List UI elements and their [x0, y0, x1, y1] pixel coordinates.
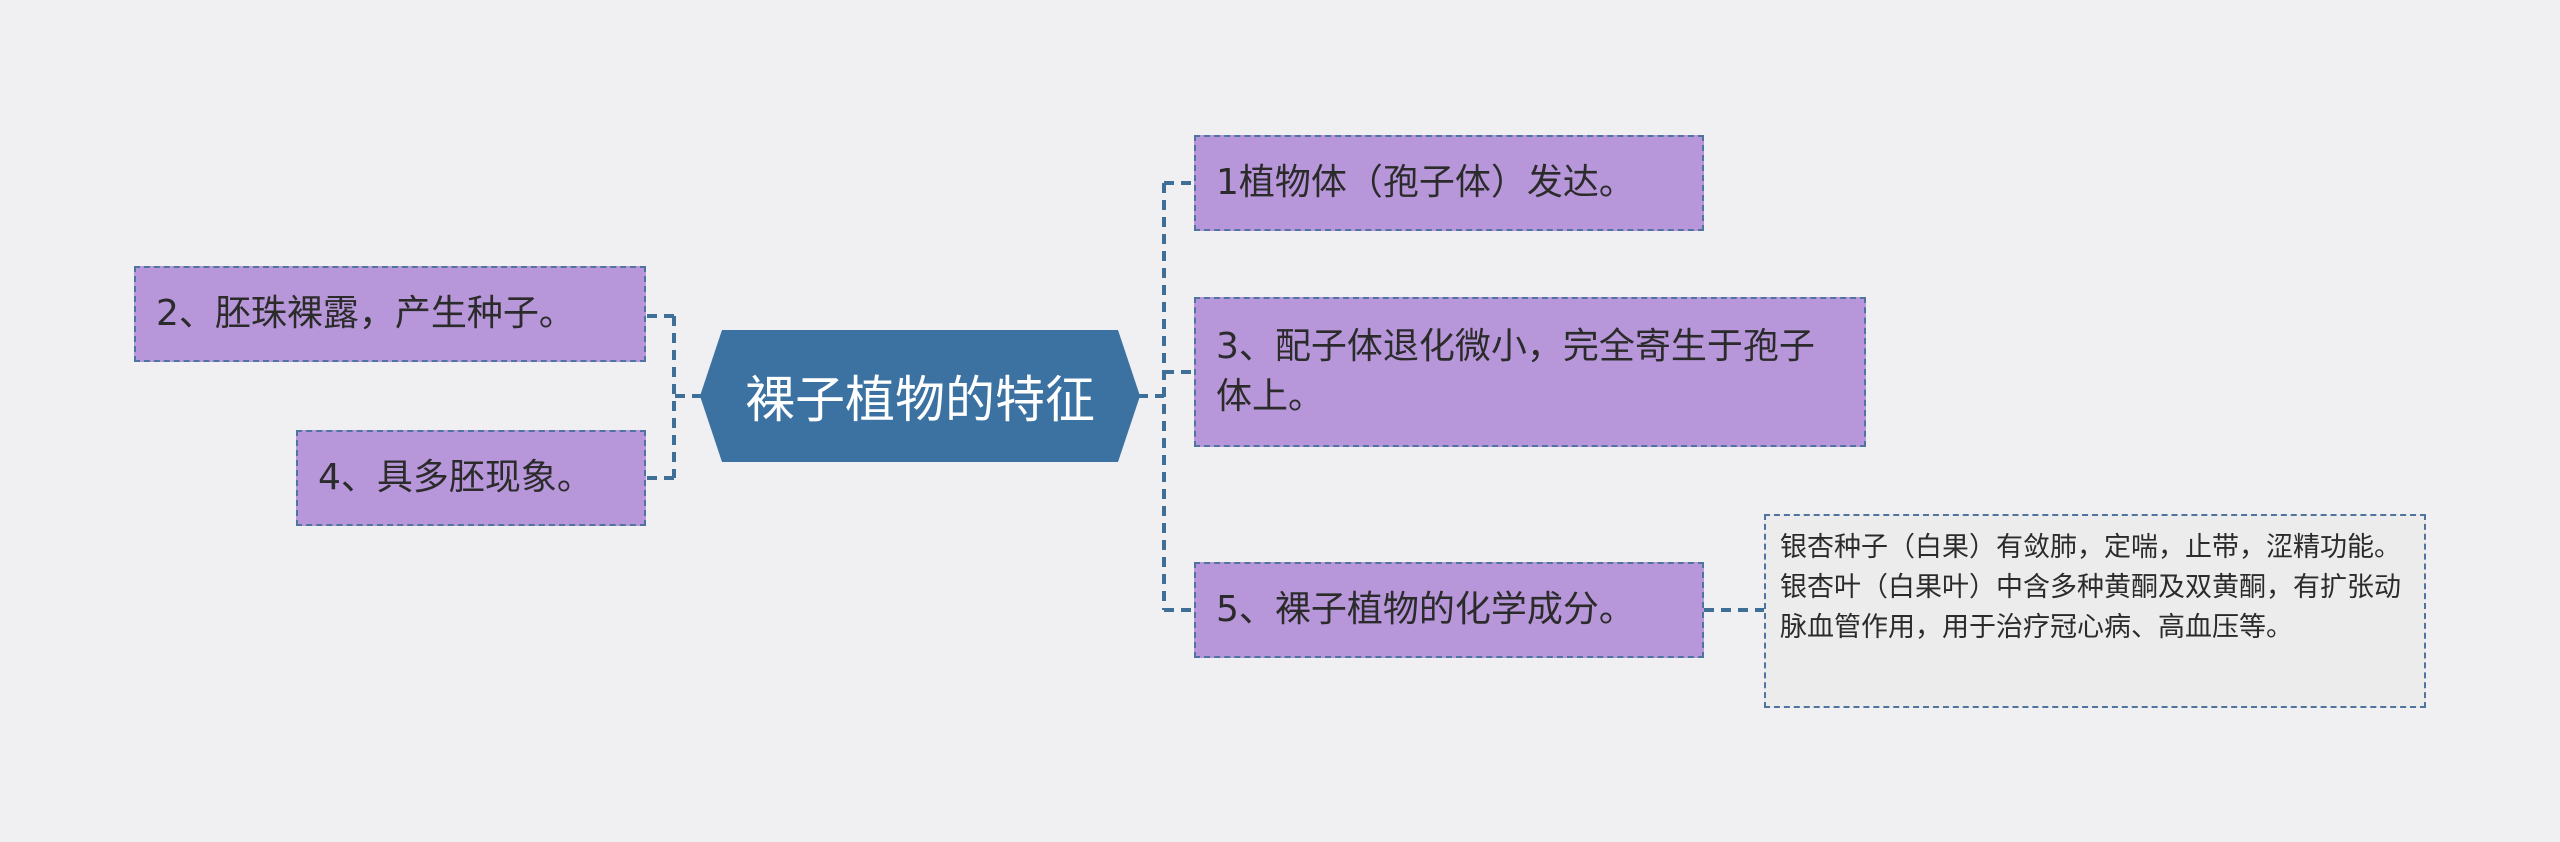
branch-node-1[interactable]: 1植物体（孢子体）发达。: [1194, 135, 1704, 231]
branch-node-3[interactable]: 3、配子体退化微小，完全寄生于孢子体上。: [1194, 297, 1866, 447]
note-ginkgo[interactable]: 银杏种子（白果）有敛肺，定喘，止带，涩精功能。银杏叶（白果叶）中含多种黄酮及双黄…: [1764, 514, 2426, 708]
branch-node-2[interactable]: 2、胚珠裸露，产生种子。: [134, 266, 646, 362]
note-ginkgo-text: 银杏种子（白果）有敛肺，定喘，止带，涩精功能。银杏叶（白果叶）中含多种黄酮及双黄…: [1780, 532, 2401, 643]
branch-node-5[interactable]: 5、裸子植物的化学成分。: [1194, 562, 1704, 658]
branch-node-4[interactable]: 4、具多胚现象。: [296, 430, 646, 526]
branch-node-2-label: 2、胚珠裸露，产生种子。: [156, 293, 575, 334]
root-topic[interactable]: 裸子植物的特征: [700, 330, 1140, 462]
branch-node-3-label: 3、配子体退化微小，完全寄生于孢子体上。: [1216, 326, 1815, 417]
branch-node-5-label: 5、裸子植物的化学成分。: [1216, 589, 1635, 630]
root-topic-label: 裸子植物的特征: [745, 371, 1095, 429]
branch-node-1-label: 1植物体（孢子体）发达。: [1216, 162, 1635, 203]
root-hexagon-shape: [700, 330, 1140, 462]
branch-node-4-label: 4、具多胚现象。: [318, 457, 593, 498]
